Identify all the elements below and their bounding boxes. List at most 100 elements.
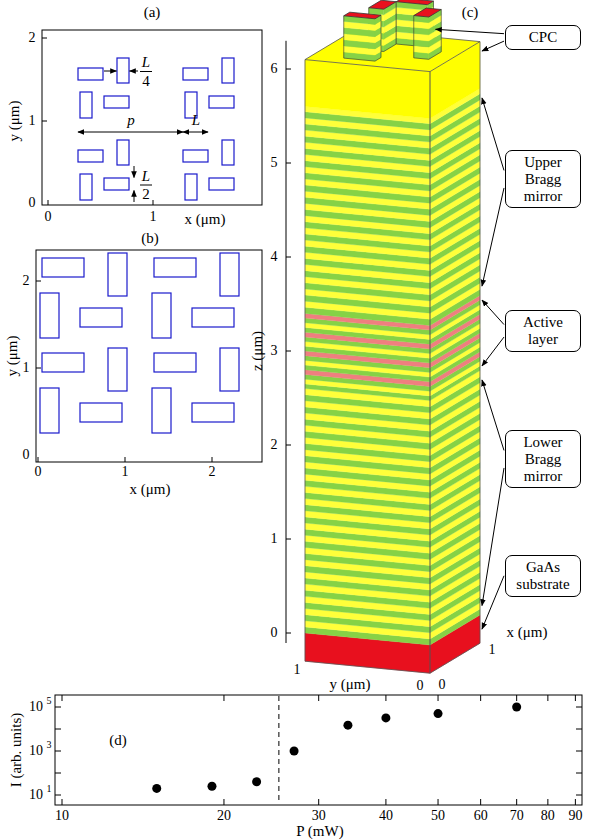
cpc-element <box>154 353 196 372</box>
tick-exponent: 5 <box>47 696 52 706</box>
tick <box>286 539 291 540</box>
tick-label: 10 <box>29 788 43 802</box>
leader-lines <box>436 29 505 629</box>
data-point <box>381 713 390 722</box>
callout-text: Active layer <box>510 314 576 348</box>
tick <box>385 695 386 701</box>
tick-label: 0 <box>439 678 446 692</box>
dimension-label: p <box>127 113 135 128</box>
leader-line <box>482 380 504 450</box>
cpc-element <box>80 174 92 200</box>
tick-label: 1 <box>294 663 301 677</box>
tick <box>438 799 439 805</box>
dimension-label: 4 <box>142 74 150 89</box>
callout-box: Lower Bragg mirror <box>505 430 581 488</box>
panel-a <box>42 30 262 205</box>
cpc-element <box>222 58 234 83</box>
tick-label: 0 <box>35 465 42 479</box>
cpc-element <box>183 68 208 80</box>
cpc-element <box>209 178 234 190</box>
data-point <box>152 784 161 793</box>
tick <box>480 695 481 701</box>
tick <box>286 163 291 164</box>
tick-label: 6 <box>271 62 278 76</box>
tick <box>516 695 517 701</box>
axis-title: x (μm) <box>185 212 226 227</box>
tick <box>576 707 582 708</box>
dimension-label: 2 <box>142 187 150 202</box>
cpc-element <box>42 258 84 277</box>
dimension-label: L <box>142 169 150 184</box>
cpc-element <box>104 178 129 190</box>
cpc-element <box>108 348 127 391</box>
tick-label: 0 <box>271 626 278 640</box>
tick <box>125 457 126 462</box>
tick-label: 50 <box>431 809 445 823</box>
tick <box>547 799 548 805</box>
tick-label: 80 <box>541 809 555 823</box>
tick <box>153 200 154 205</box>
dimension-arrow <box>134 166 135 178</box>
tick-label: 90 <box>568 809 582 823</box>
tick-label: 2 <box>23 274 30 288</box>
cpc-element <box>220 253 239 296</box>
pillar-top <box>396 0 433 5</box>
tick-label: 70 <box>510 809 524 823</box>
tick-label: 0 <box>29 196 36 210</box>
tick-label: 10 <box>55 809 69 823</box>
cpc-element <box>154 258 196 277</box>
dimension-arrow <box>104 71 117 72</box>
tick <box>55 773 61 774</box>
tick <box>286 445 291 446</box>
tick <box>62 695 63 701</box>
cpc-element <box>78 68 103 80</box>
cpc-element <box>183 150 208 162</box>
fraction-bar <box>140 71 152 72</box>
tick <box>36 281 41 282</box>
callout-box: CPC <box>505 25 581 50</box>
cpc-element <box>192 403 234 422</box>
tick-label: 3 <box>271 344 278 358</box>
tick-label: 10 <box>29 700 43 714</box>
callout-box: GaAs substrate <box>505 555 581 597</box>
tick-label: 2 <box>29 31 36 45</box>
tick <box>575 799 576 805</box>
tick <box>576 751 582 752</box>
tick-label: 1 <box>150 210 157 224</box>
outline <box>430 72 431 674</box>
cpc-element <box>152 388 171 433</box>
tick <box>318 799 319 805</box>
dimension-label: L <box>192 113 200 128</box>
tick <box>286 257 291 258</box>
tick <box>42 121 47 122</box>
tick <box>516 799 517 805</box>
tick <box>576 773 582 774</box>
dimension-arrow <box>134 191 135 203</box>
axis-title: I (arb. units) <box>9 713 24 788</box>
plot-frame <box>42 30 262 205</box>
callout-box: Upper Bragg mirror <box>505 150 581 208</box>
data-point <box>207 782 216 791</box>
axis-title: y (μm) <box>5 336 20 377</box>
panel-label: (b) <box>141 231 159 246</box>
cpc-element <box>80 308 122 327</box>
tick-label: 4 <box>271 250 278 264</box>
tick <box>223 695 224 701</box>
leader-line <box>482 188 504 286</box>
tick <box>575 695 576 701</box>
top-face <box>305 30 480 72</box>
tick-label: 30 <box>312 809 326 823</box>
cpc-element <box>80 92 92 118</box>
tick <box>55 729 61 730</box>
pillar-top <box>344 12 381 19</box>
cpc-element <box>185 174 197 200</box>
tick-label: 2 <box>271 438 278 452</box>
panel-c <box>286 0 480 673</box>
data-point <box>343 721 352 730</box>
cpc-element <box>117 140 129 165</box>
tick <box>286 351 291 352</box>
callout-text: GaAs substrate <box>510 559 576 593</box>
tick-label: 1 <box>29 114 36 128</box>
leader-line <box>436 29 505 33</box>
